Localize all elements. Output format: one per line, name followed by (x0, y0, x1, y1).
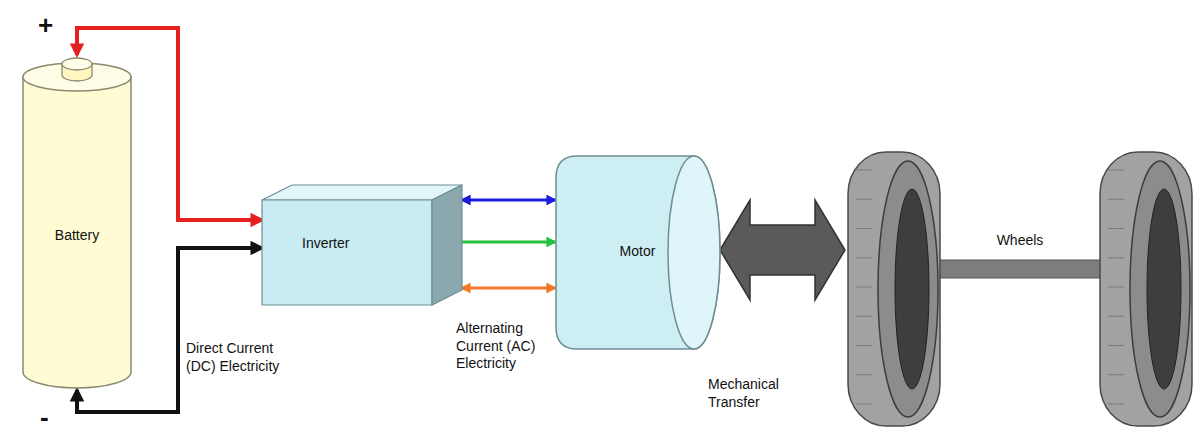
tire-tread (1108, 374, 1124, 375)
shape-outline (22, 55, 132, 390)
tire-tread (856, 199, 872, 200)
wheel-tire (1100, 152, 1192, 426)
wheel-hub (1147, 189, 1181, 389)
motor-end-face (668, 156, 720, 349)
tire-tread (856, 316, 872, 317)
tire-tread (1108, 404, 1124, 405)
wheel-tire (848, 152, 940, 426)
tire-tread (1108, 199, 1124, 200)
tire-tread (856, 345, 872, 346)
tire-tread (856, 170, 872, 171)
battery-body (23, 77, 131, 388)
node-label: Wheels (997, 232, 1044, 249)
inverter-top-face (262, 185, 462, 200)
inverter-side-face (432, 185, 462, 305)
ac-phase-arrow (462, 241, 555, 244)
battery-cap-top (62, 58, 92, 70)
tire-tread (856, 287, 872, 288)
motor-cylinder: Motor (555, 155, 720, 350)
axle (925, 260, 1105, 278)
inverter-front-face (262, 200, 432, 305)
tire-tread (856, 374, 872, 375)
tire-tread (1108, 228, 1124, 229)
node-label: Inverter (302, 235, 349, 252)
tire-tread (856, 257, 872, 258)
tire-tread (1108, 345, 1124, 346)
shape-outline (262, 185, 462, 305)
wheel-assembly: Wheels (845, 150, 1195, 430)
tire-tread (1108, 170, 1124, 171)
node-label: Motor (620, 243, 656, 260)
current-type-label: Alternating Current (AC) Electricity (456, 320, 556, 373)
tire-tread (1108, 287, 1124, 288)
tire-tread (1108, 257, 1124, 258)
transfer-label: Mechanical Transfer (708, 376, 804, 411)
tire-tread (1108, 316, 1124, 317)
mechanical-transfer-arrow (720, 200, 845, 300)
wheel-hub (895, 189, 929, 389)
shape-outline (845, 150, 1195, 430)
battery-cell: Battery (22, 55, 132, 390)
wheel-face (1130, 161, 1190, 417)
inverter-box: Inverter (262, 185, 462, 305)
polarity-minus: - (40, 404, 70, 430)
tire-tread (856, 228, 872, 229)
current-type-label: Direct Current (DC) Electricity (186, 340, 284, 375)
tire-tread (856, 404, 872, 405)
ac-phase-arrow (462, 287, 555, 290)
ac-phase-arrow (462, 199, 555, 202)
polarity-plus: + (38, 12, 68, 38)
wheel-face (878, 161, 938, 417)
node-label: Battery (55, 227, 99, 244)
motor-body (556, 156, 720, 349)
